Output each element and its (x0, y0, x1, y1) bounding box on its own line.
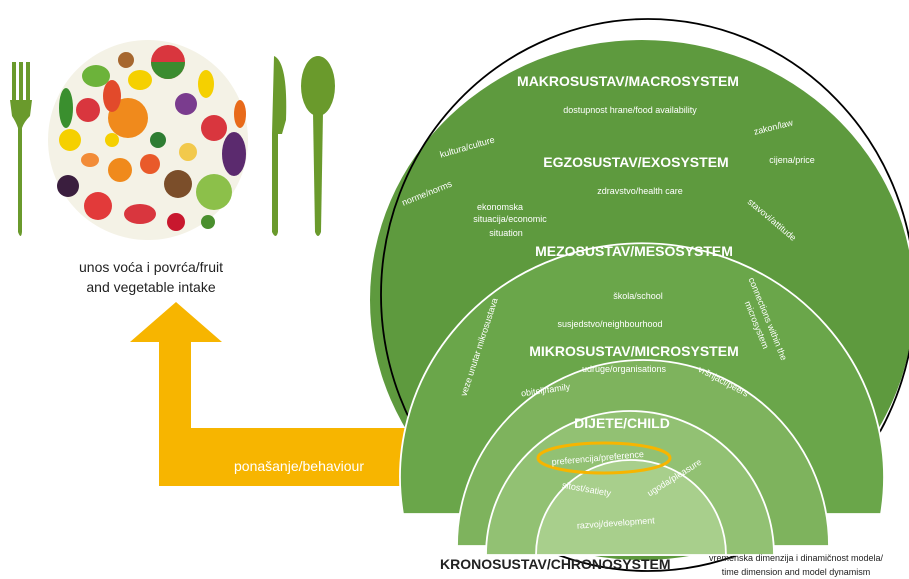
macrosystem-title: MAKROSUSTAV/MACROSYSTEM (517, 73, 739, 89)
microsystem-title: MIKROSUSTAV/MICROSYSTEM (529, 343, 739, 359)
price-label: cijena/price (769, 155, 815, 165)
child-circle (535, 459, 727, 556)
neighbourhood-label: susjedstvo/neighbourhood (557, 319, 662, 329)
exosystem-title: EGZOSUSTAV/EXOSYSTEM (543, 154, 728, 170)
intake-label-line1: unos voća i povrća/fruit (79, 259, 223, 275)
preference-highlight (536, 441, 672, 475)
fork-icon (10, 62, 32, 236)
chronosystem-note-line2: time dimension and model dynamism (722, 567, 871, 577)
economic-situation-line2: situacija/economic (473, 214, 547, 224)
school-label: škola/school (613, 291, 663, 301)
food-availability-label: dostupnost hrane/food availability (563, 105, 697, 115)
child-title: DIJETE/CHILD (574, 415, 670, 431)
organisations-label: udruge/organisations (582, 364, 667, 374)
spoon-icon (301, 56, 335, 236)
behaviour-label: ponašanje/behaviour (234, 458, 364, 474)
plate-of-fruit-and-vegetables-icon (48, 40, 248, 240)
chronosystem-title: KRONOSUSTAV/CHRONOSYSTEM (440, 556, 671, 572)
chronosystem-ring (380, 18, 909, 572)
knife-icon (272, 56, 287, 236)
chronosystem-note-line1: vremenska dimenzija i dinamičnost modela… (709, 553, 884, 563)
economic-situation-line1: ekonomska (477, 202, 523, 212)
health-care-label: zdravstvo/health care (597, 186, 683, 196)
economic-situation-line3: situation (489, 228, 523, 238)
intake-label-line2: and vegetable intake (86, 279, 215, 295)
mesosystem-title: MEZOSUSTAV/MESOSYSTEM (535, 243, 733, 259)
